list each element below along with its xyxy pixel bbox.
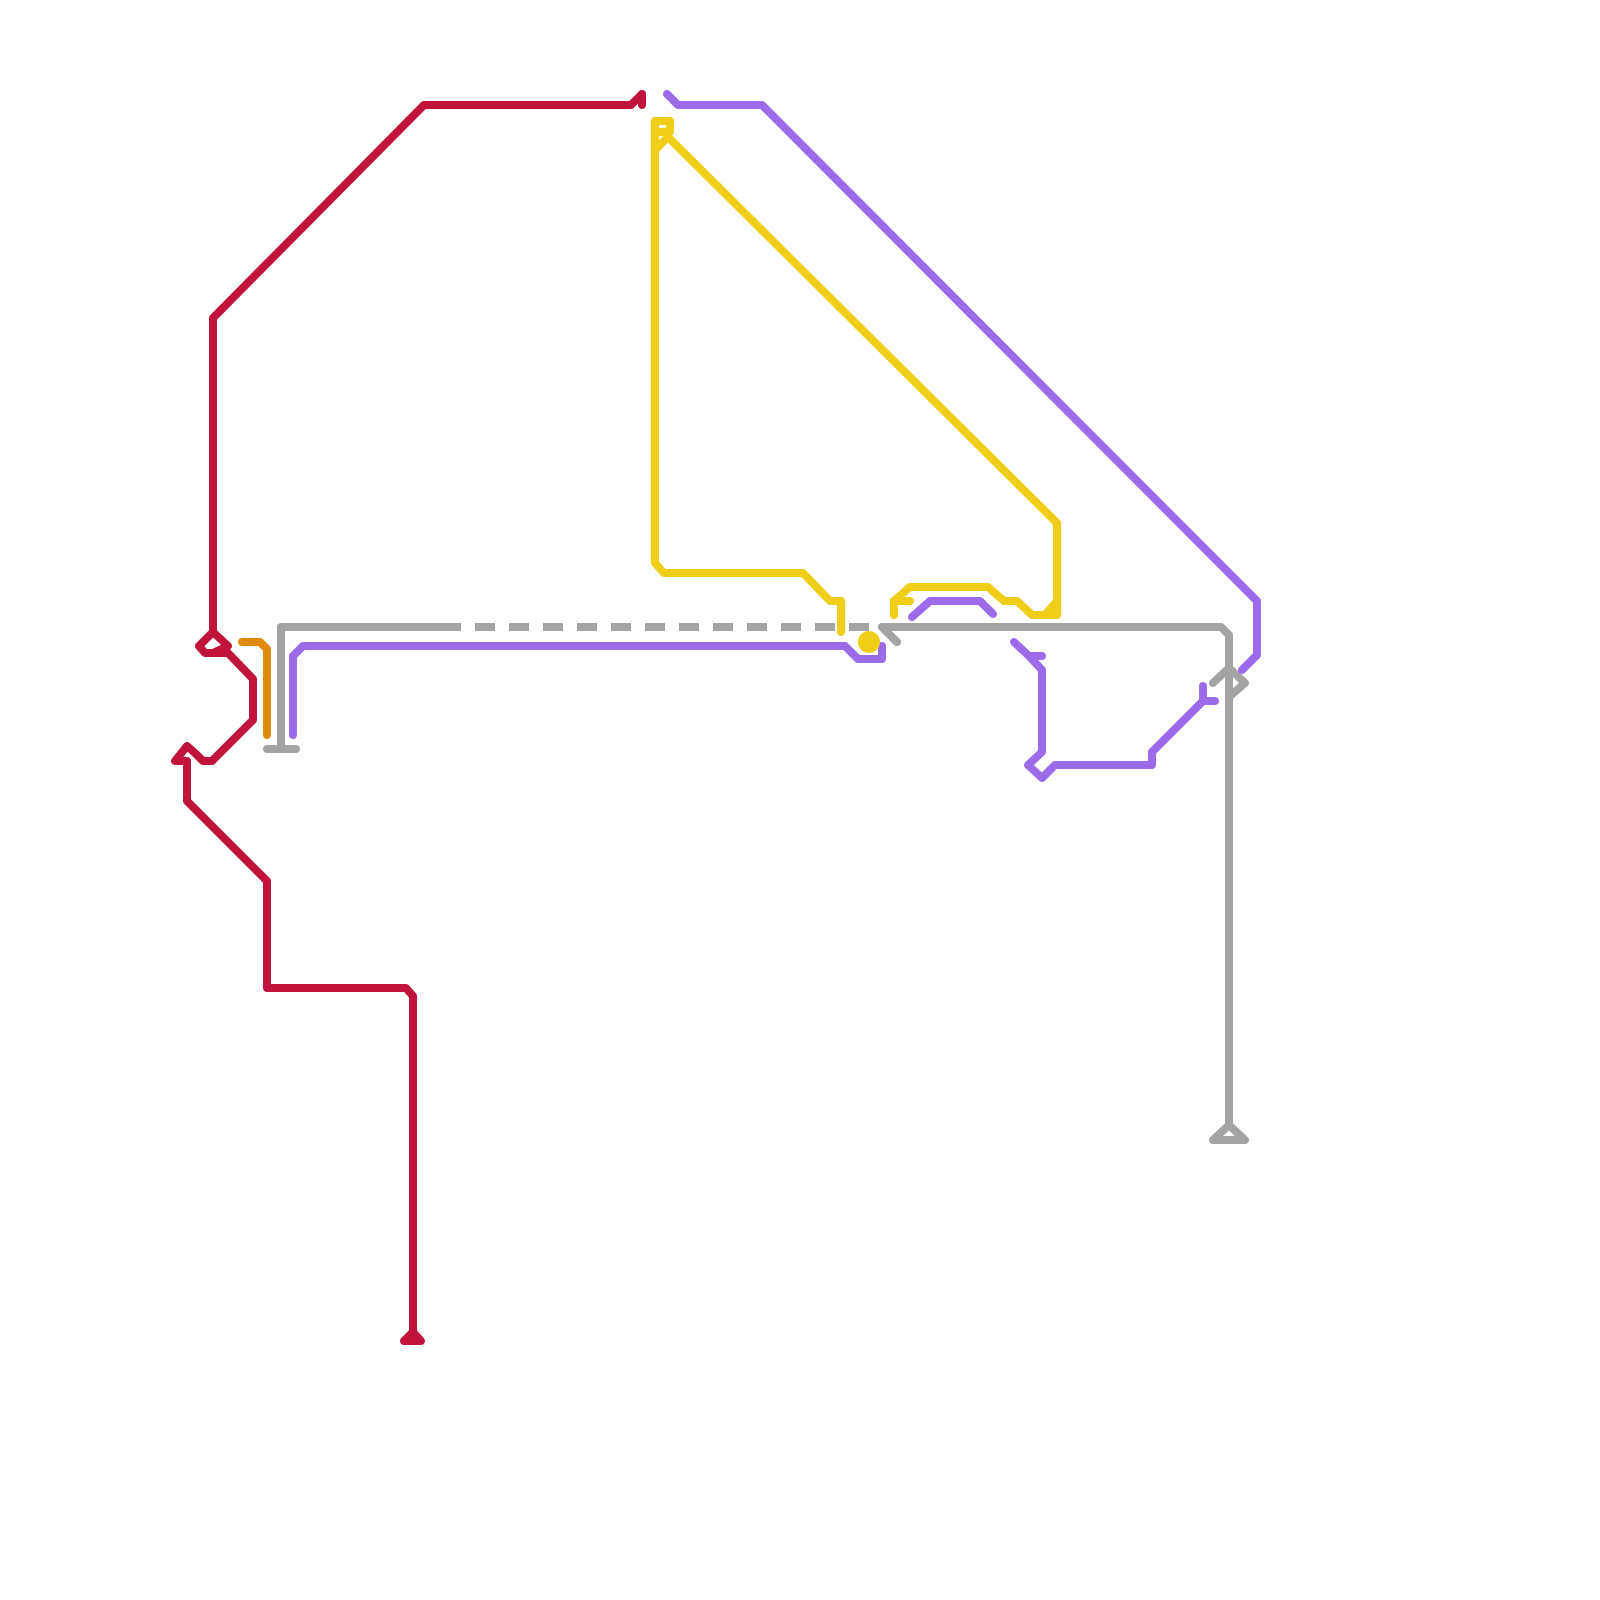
purple-line[interactable]: [289, 90, 1261, 782]
station-marker[interactable]: [858, 631, 880, 653]
orange-line[interactable]: [238, 638, 271, 739]
gray-line[interactable]: [263, 623, 1249, 1144]
yellow-line[interactable]: [651, 117, 1061, 653]
red-line[interactable]: [171, 90, 646, 1345]
